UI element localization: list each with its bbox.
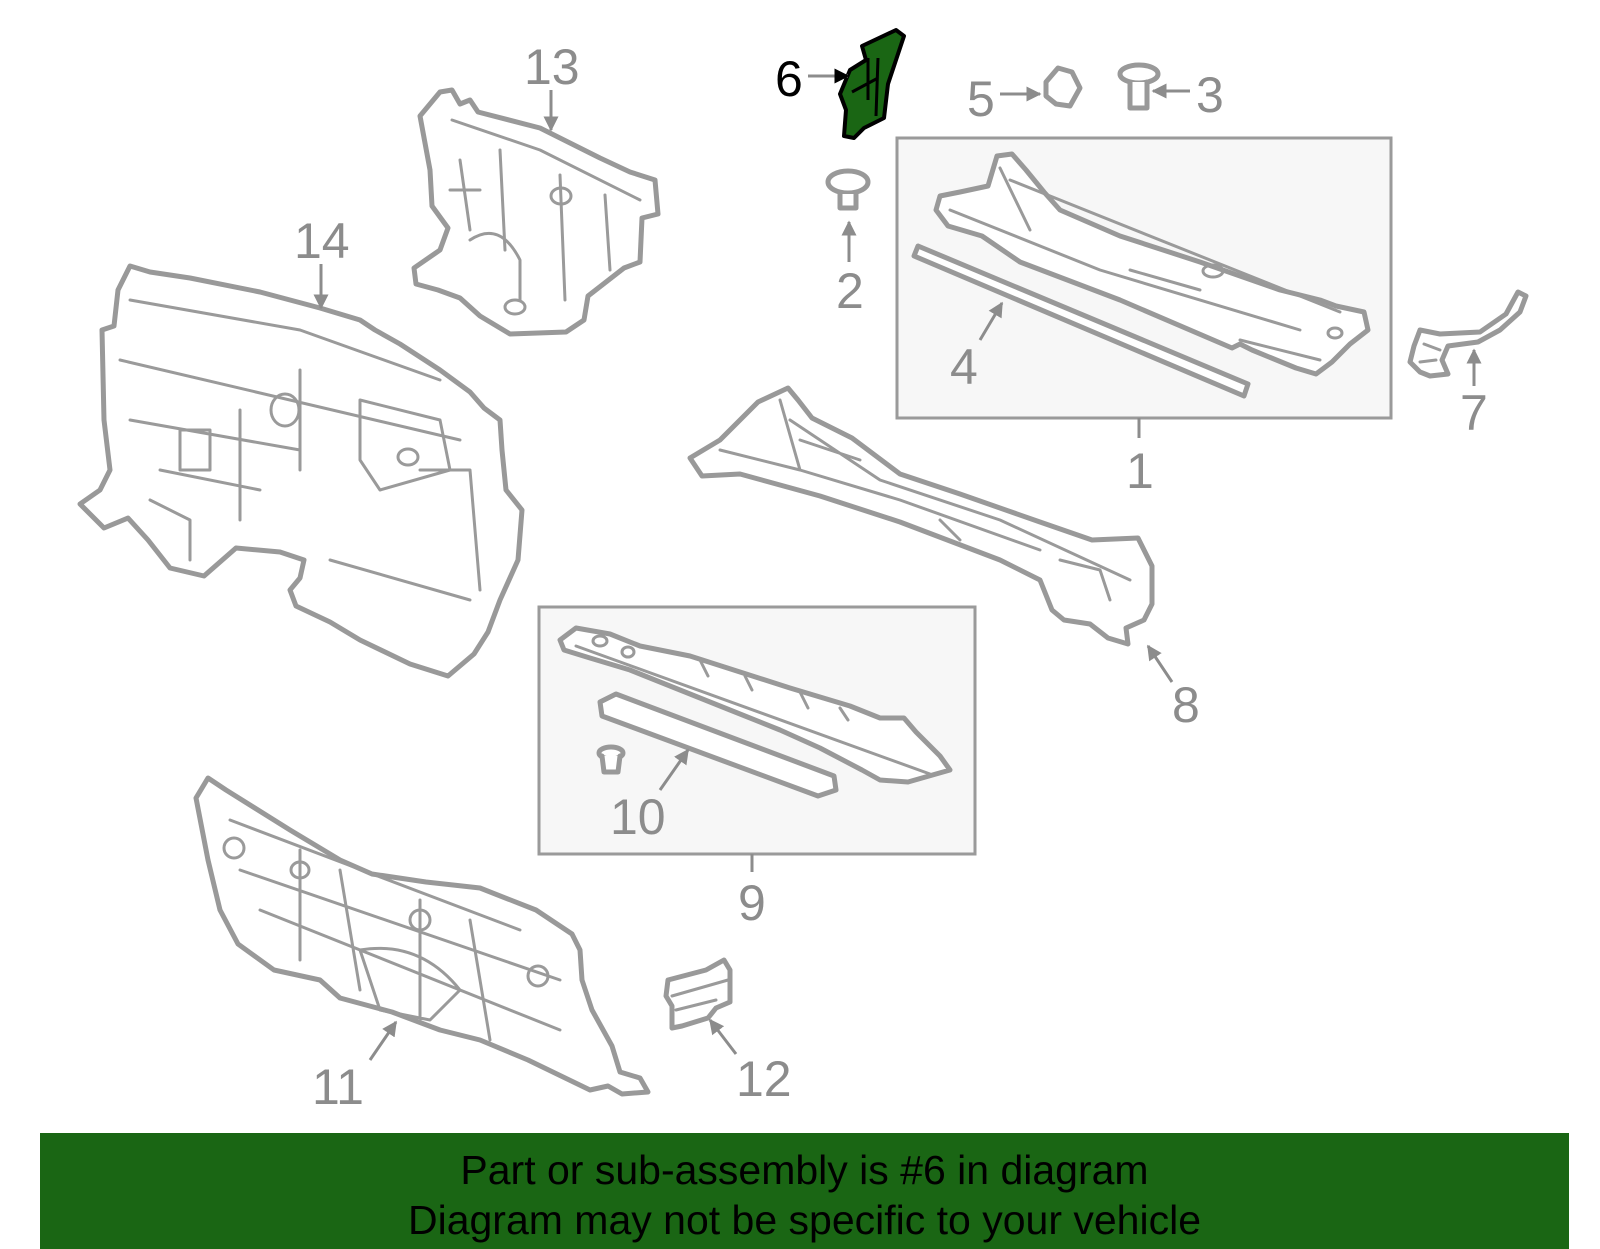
part-13-bracket[interactable] bbox=[411, 87, 661, 337]
part-14-dash-panel[interactable] bbox=[77, 263, 525, 679]
part-4-seal-strip[interactable] bbox=[911, 243, 1251, 399]
part-1-cowl-top[interactable] bbox=[933, 151, 1371, 377]
leader-12 bbox=[708, 1018, 738, 1055]
leader-8 bbox=[1146, 644, 1174, 683]
callout-7: 7 bbox=[1460, 385, 1488, 441]
banner-line-2: Diagram may not be specific to your vehi… bbox=[407, 1197, 1201, 1243]
callout-2: 2 bbox=[836, 263, 864, 319]
part-10-strip[interactable] bbox=[597, 691, 839, 799]
callout-5: 5 bbox=[967, 71, 995, 127]
part-3-clip[interactable] bbox=[1117, 62, 1161, 111]
callout-4: 4 bbox=[950, 339, 978, 395]
callout-8: 8 bbox=[1172, 677, 1200, 733]
part-6-body bbox=[838, 28, 906, 140]
part-7-bracket[interactable] bbox=[1407, 289, 1529, 379]
leader-10 bbox=[658, 748, 690, 791]
callout-3: 3 bbox=[1196, 67, 1224, 123]
callout-10: 10 bbox=[610, 789, 666, 845]
part-5-clip[interactable] bbox=[1043, 65, 1083, 109]
part-6-bracket-highlighted[interactable] bbox=[838, 28, 906, 140]
callout-6: 6 bbox=[775, 51, 803, 107]
part-2-clip[interactable] bbox=[825, 168, 871, 211]
callout-1: 1 bbox=[1126, 443, 1154, 499]
callout-12: 12 bbox=[736, 1051, 792, 1107]
callout-11: 11 bbox=[312, 1059, 364, 1115]
leader-11 bbox=[368, 1020, 398, 1061]
callout-14: 14 bbox=[294, 213, 350, 269]
info-banner: Part or sub-assembly is #6 in diagram Di… bbox=[40, 1133, 1569, 1249]
part-9-crossmember[interactable] bbox=[557, 625, 953, 785]
callout-13: 13 bbox=[524, 39, 580, 95]
banner-line-1: Part or sub-assembly is #6 in diagram bbox=[460, 1147, 1149, 1193]
part-12-bracket[interactable] bbox=[663, 957, 733, 1031]
part-11-lower-panel[interactable] bbox=[193, 775, 651, 1097]
leader-4 bbox=[978, 301, 1004, 341]
part-nut[interactable] bbox=[596, 744, 626, 775]
callout-9: 9 bbox=[738, 875, 766, 931]
part-8-cowl-panel[interactable] bbox=[687, 385, 1155, 647]
